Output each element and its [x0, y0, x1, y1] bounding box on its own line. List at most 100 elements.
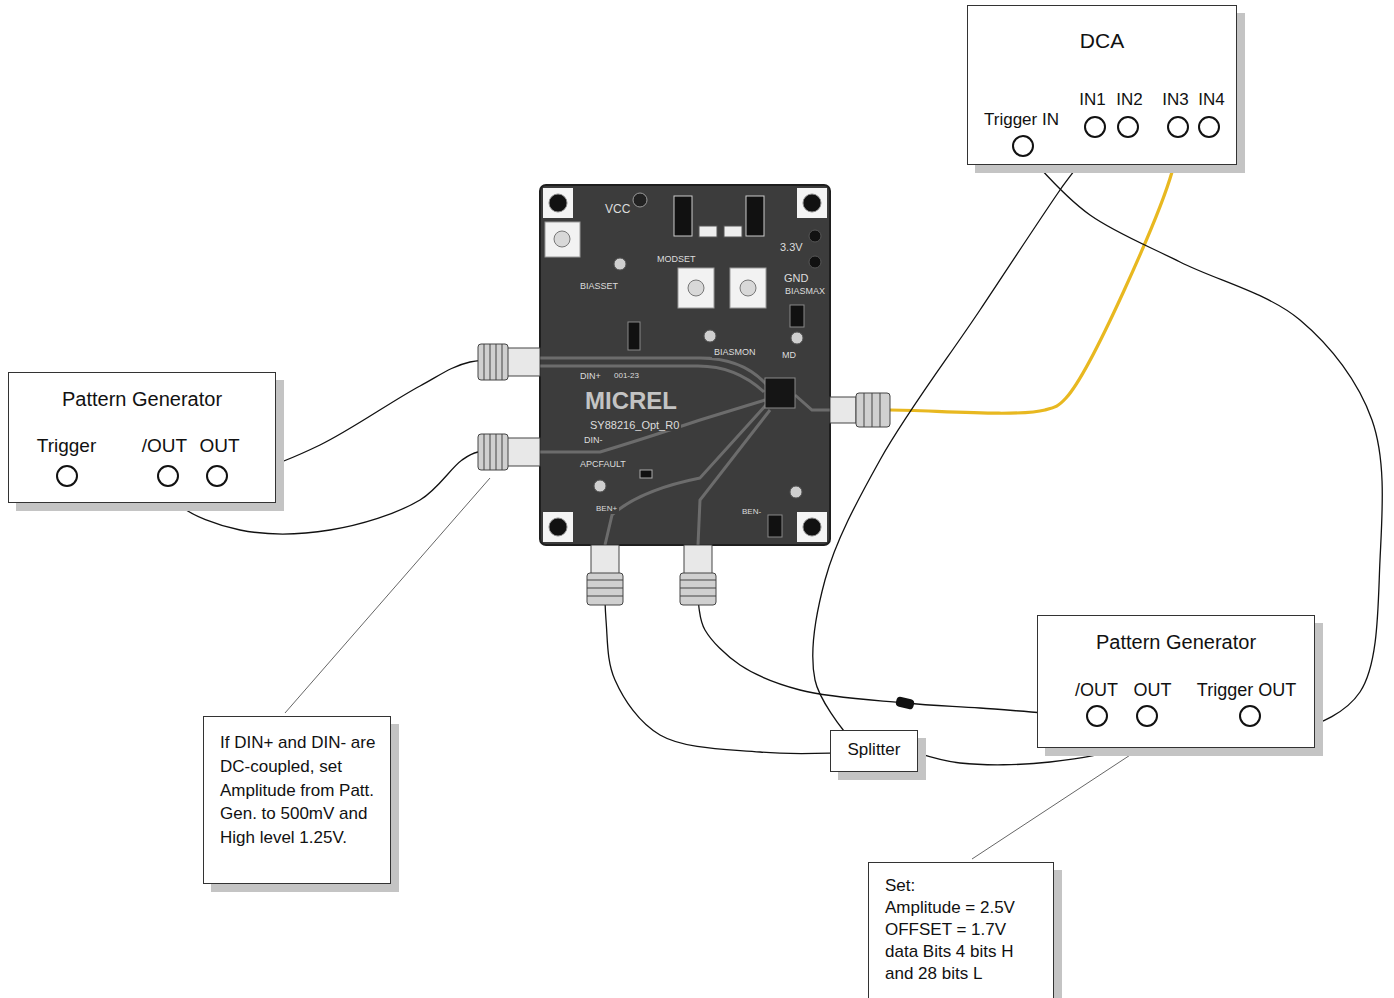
leader-line	[285, 478, 1150, 859]
sma-connector	[478, 344, 890, 605]
pcb-trace	[540, 358, 830, 545]
note-box: If DIN+ and DIN- are DC-coupled, set Amp…	[203, 716, 391, 884]
port-label: Trigger	[36, 435, 97, 457]
smd-part	[790, 305, 804, 327]
silkscreen-label: APCFAULT	[578, 460, 628, 470]
smd-part	[640, 470, 652, 478]
sma-connector	[478, 434, 508, 470]
port-label: IN3	[1161, 90, 1189, 110]
sma-connector	[680, 580, 716, 596]
instrument-box: Pattern Generator/OUT OUT Trigger OUT	[1037, 615, 1315, 748]
test-point	[594, 193, 821, 498]
smd-part	[768, 515, 782, 537]
port-label: OUT	[1133, 679, 1173, 700]
potentiometer	[554, 231, 570, 247]
silkscreen-label: BEN+	[594, 505, 619, 514]
mounting-corner	[543, 512, 573, 542]
silkscreen-label: SY88216_Opt_R0	[588, 419, 681, 431]
potentiometer	[678, 268, 714, 308]
sma-connector	[484, 344, 502, 380]
silkscreen-label: BEN-	[740, 508, 763, 517]
leader-line	[285, 478, 490, 713]
port-circle: Trigger IN	[1012, 135, 1034, 157]
box-text: Pattern Generator	[1038, 630, 1314, 654]
port-circle: /OUT	[157, 465, 179, 487]
silkscreen-label: BIASMAX	[783, 287, 827, 297]
potentiometer	[545, 222, 766, 308]
test-point	[791, 332, 803, 344]
port-circle: Trigger OUT	[1239, 705, 1261, 727]
port-label: IN1	[1078, 90, 1106, 110]
box-text: Amplitude = 2.5V	[885, 897, 1043, 919]
box-text: OFFSET = 1.7V	[885, 919, 1043, 941]
silkscreen-label: DIN+	[578, 372, 603, 382]
port-circle: OUT	[206, 465, 228, 487]
port-label: /OUT	[141, 435, 188, 457]
mounting-corner	[797, 188, 827, 218]
pcb-trace	[795, 395, 830, 410]
note-box: Set:Amplitude = 2.5VOFFSET = 1.7Vdata Bi…	[868, 862, 1054, 998]
pcb-board	[540, 185, 830, 545]
ic-chip	[765, 378, 795, 408]
mounting-hole	[803, 518, 821, 536]
box-text: data Bits 4 bits H and 28 bits L	[885, 941, 1043, 985]
mounting-hole	[549, 194, 567, 212]
port-label: OUT	[198, 435, 240, 457]
silkscreen-label: BIASSET	[578, 282, 620, 292]
leader-line	[972, 742, 1150, 859]
sma-connector	[684, 545, 712, 575]
silkscreen-label: GND	[782, 272, 810, 284]
box-text: Splitter	[831, 740, 917, 760]
smd-part	[699, 226, 717, 237]
sma-connector	[856, 393, 890, 427]
pcb-board: VCC3.3VMODSETGNDBIASSETBIASMAXBIASMONMDD…	[540, 185, 830, 545]
port-circle: Trigger	[56, 465, 78, 487]
potentiometer	[740, 280, 756, 296]
potentiometer	[545, 222, 580, 257]
port-circle: /OUT	[1086, 705, 1108, 727]
port-label: IN2	[1115, 90, 1143, 110]
port-label: IN4	[1197, 90, 1225, 110]
instrument-box: Pattern GeneratorTrigger/OUT OUT	[8, 372, 276, 503]
cable	[698, 545, 1086, 715]
test-point	[790, 486, 802, 498]
port-circle: IN1	[1084, 116, 1106, 138]
smd-part	[674, 196, 692, 236]
smd-part	[628, 322, 640, 350]
silkscreen-label: 001-23	[612, 372, 641, 381]
sma-connector	[587, 573, 623, 605]
port-label: Trigger IN	[983, 110, 1060, 130]
sma-connector	[830, 397, 856, 423]
port-circle: IN2	[1117, 116, 1139, 138]
box-text: DCA	[968, 28, 1236, 53]
sma-connector	[587, 580, 623, 596]
pcb-trace	[698, 410, 770, 545]
mounting-corner	[543, 188, 573, 218]
test-point	[704, 330, 716, 342]
test-point	[633, 193, 647, 207]
port-circle: IN4	[1198, 116, 1220, 138]
sma-connector	[591, 545, 619, 575]
mounting-hole	[803, 194, 821, 212]
box-text: Pattern Generator	[9, 387, 275, 411]
splitter-box: Splitter	[830, 730, 918, 772]
box-text: If DIN+ and DIN- are DC-coupled, set Amp…	[220, 731, 378, 850]
sma-connector	[484, 434, 502, 470]
test-point	[809, 256, 821, 268]
sma-connector	[680, 573, 716, 605]
sma-connector	[506, 438, 540, 466]
silkscreen-label: VCC	[603, 203, 632, 216]
test-point	[594, 480, 606, 492]
silkscreen-label: MD	[780, 351, 798, 361]
port-circle: IN3	[1167, 116, 1189, 138]
port-label: Trigger OUT	[1196, 679, 1297, 700]
port-circle: OUT	[1136, 705, 1158, 727]
test-point	[614, 258, 626, 270]
silkscreen-label: BIASMON	[712, 348, 758, 358]
pcb-board	[540, 185, 830, 545]
terminator	[895, 696, 915, 710]
silkscreen-label: MODSET	[655, 255, 698, 265]
smd-part	[628, 196, 804, 537]
potentiometer	[730, 268, 766, 308]
